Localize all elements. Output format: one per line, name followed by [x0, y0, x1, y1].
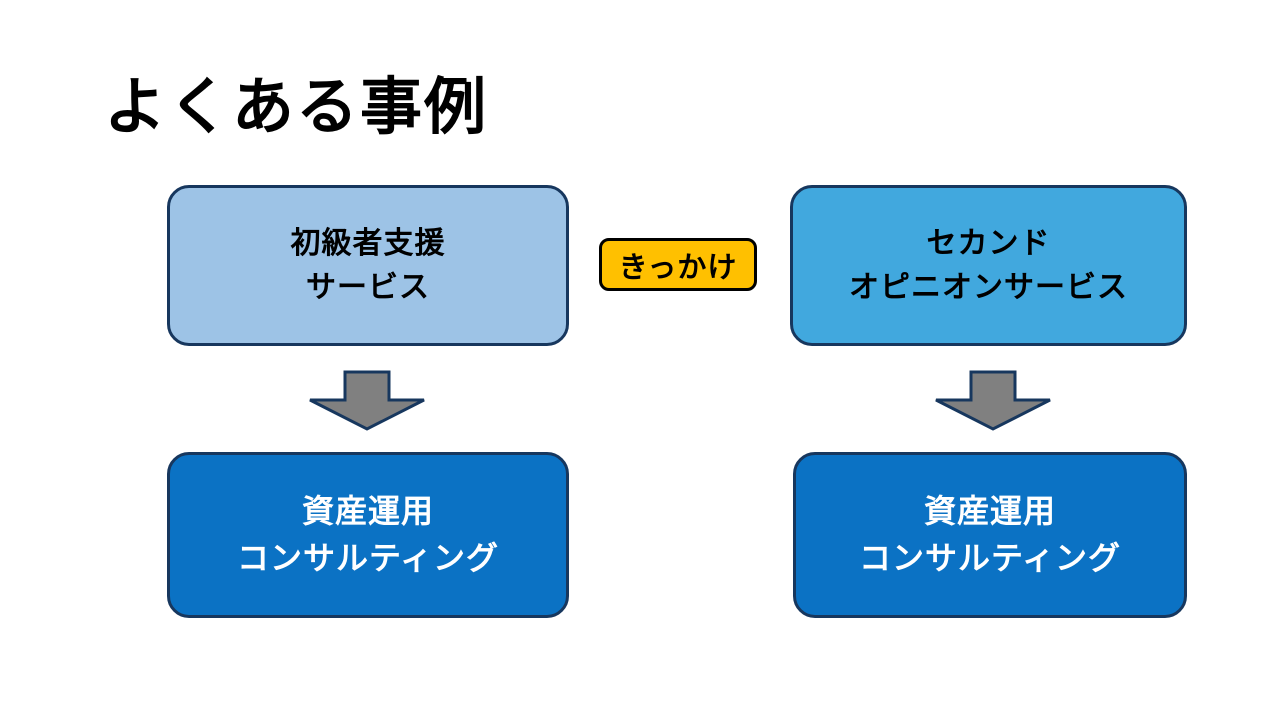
box-asset-management-consulting-right[interactable]: 資産運用 コンサルティング [793, 452, 1187, 618]
box-asset-management-consulting-right-line1: 資産運用 [923, 493, 1056, 529]
box-second-opinion-service-line1: セカンド [926, 226, 1051, 260]
down-arrow-icon-left [309, 370, 425, 431]
box-beginner-support-service-line1: 初級者支援 [290, 226, 446, 260]
down-arrow-icon-right [935, 370, 1051, 431]
page-title: よくある事例 [104, 73, 489, 142]
box-second-opinion-service[interactable]: セカンド オピニオンサービス [790, 185, 1187, 346]
down-arrow-shape-left [309, 370, 425, 431]
down-arrow-shape-right [935, 370, 1051, 431]
box-asset-management-consulting-left-line2: コンサルティング [236, 540, 500, 576]
box-beginner-support-service-line2: サービス [306, 270, 430, 304]
box-asset-management-consulting-left[interactable]: 資産運用 コンサルティング [167, 452, 569, 618]
status-badge-trigger-label: きっかけ [618, 251, 738, 284]
box-second-opinion-service-line2: オピニオンサービス [849, 270, 1128, 304]
box-asset-management-consulting-right-line2: コンサルティング [858, 540, 1122, 576]
box-beginner-support-service[interactable]: 初級者支援 サービス [167, 185, 569, 346]
box-asset-management-consulting-left-line1: 資産運用 [301, 493, 434, 529]
status-badge-trigger[interactable]: きっかけ [599, 238, 757, 291]
